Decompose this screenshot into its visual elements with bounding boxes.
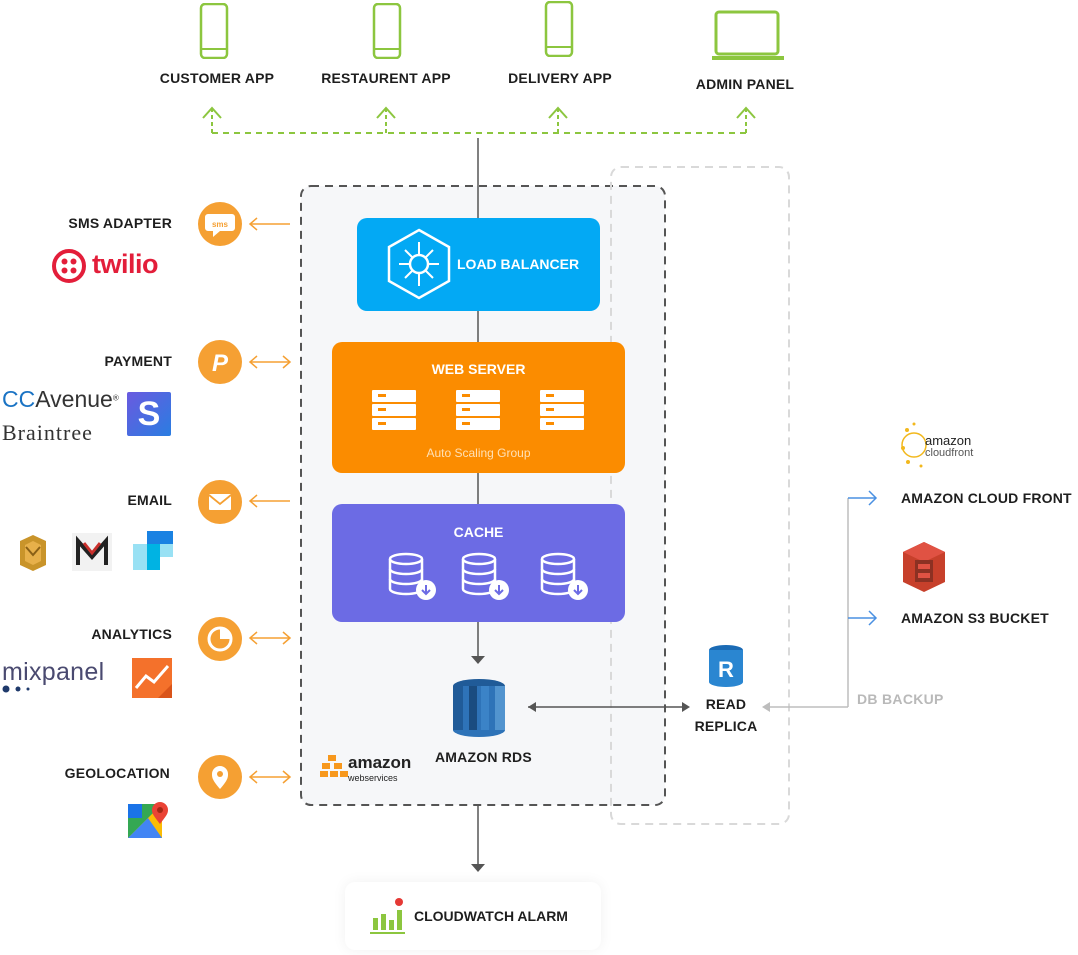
amazon-s3-logo bbox=[901, 540, 947, 599]
load-balancer-icon bbox=[387, 228, 451, 300]
google-maps-logo bbox=[128, 800, 170, 845]
customer-app-label: CUSTOMER APP bbox=[159, 70, 275, 86]
restaurant-app-icon bbox=[372, 2, 402, 64]
payment-label: PAYMENT bbox=[104, 353, 172, 369]
replica-r-text: R bbox=[718, 657, 734, 682]
geolocation-label: GEOLOCATION bbox=[64, 765, 170, 781]
amazon-ses-logo bbox=[16, 533, 50, 578]
delivery-app-icon bbox=[544, 0, 574, 62]
cache-box[interactable]: CACHE bbox=[332, 504, 625, 622]
email-label: EMAIL bbox=[127, 492, 172, 508]
admin-panel-label: ADMIN PANEL bbox=[695, 76, 795, 92]
server-rack-icons bbox=[372, 390, 584, 430]
amazon-s3-bucket-label: AMAZON S3 BUCKET bbox=[901, 610, 1049, 626]
aws-logo: amazon webservices bbox=[320, 753, 415, 787]
ccavenue-cc-text: CC bbox=[2, 386, 36, 412]
replica-region bbox=[610, 166, 790, 825]
twilio-logo: twilio bbox=[52, 249, 176, 283]
aws-amazon-text: amazon bbox=[348, 753, 412, 772]
svg-text:P: P bbox=[212, 350, 229, 377]
cache-database-icons bbox=[388, 552, 588, 600]
amazon-rds-icon[interactable] bbox=[451, 678, 507, 743]
cache-label: CACHE bbox=[453, 524, 504, 540]
amazon-rds-label: AMAZON RDS bbox=[435, 749, 532, 765]
web-server-label: WEB SERVER bbox=[431, 361, 526, 377]
sms-adapter-label: SMS ADAPTER bbox=[68, 215, 172, 231]
load-balancer-box[interactable]: LOAD BALANCER bbox=[357, 218, 600, 311]
braintree-logo: Braintree bbox=[2, 420, 93, 445]
email-envelope-icon bbox=[198, 480, 242, 524]
cloudfront-amazon-text: amazon bbox=[925, 433, 972, 448]
mandrill-logo bbox=[72, 533, 112, 576]
restaurant-app-label: RESTAURENT APP bbox=[321, 70, 451, 86]
read-replica-label-line1: READ bbox=[705, 696, 747, 712]
stripe-logo: S bbox=[127, 392, 171, 436]
customer-app-icon bbox=[199, 2, 229, 64]
read-replica-icon[interactable]: R bbox=[708, 645, 744, 692]
twilio-text: twilio bbox=[92, 249, 159, 279]
sms-icon-text: sms bbox=[212, 220, 229, 229]
sendgrid-logo bbox=[133, 531, 173, 576]
web-server-box[interactable]: WEB SERVER Auto Scaling Group bbox=[332, 342, 625, 473]
amazon-cloudfront-logo: amazon cloudfront bbox=[899, 418, 989, 472]
amazon-cloud-front-label: AMAZON CLOUD FRONT bbox=[901, 490, 1072, 506]
analytics-label: ANALYTICS bbox=[91, 626, 172, 642]
pie-chart-icon bbox=[198, 617, 242, 661]
aws-region bbox=[300, 185, 666, 806]
aws-webservices-text: webservices bbox=[348, 773, 398, 783]
cloudwatch-alarm-box[interactable]: CLOUDWATCH ALARM bbox=[345, 882, 601, 950]
location-pin-icon bbox=[198, 755, 242, 799]
auto-scaling-label: Auto Scaling Group bbox=[426, 446, 531, 460]
sms-icon: sms bbox=[198, 202, 242, 246]
read-replica-label-line2: REPLICA bbox=[694, 718, 758, 734]
mixpanel-logo: mixpanel bbox=[2, 658, 104, 693]
delivery-app-label: DELIVERY APP bbox=[508, 70, 612, 86]
paypal-icon: P bbox=[198, 340, 242, 384]
admin-panel-laptop-icon bbox=[712, 10, 784, 67]
ccavenue-avenue-text: Avenue bbox=[35, 386, 113, 412]
google-analytics-logo bbox=[132, 658, 172, 703]
cloudwatch-chart-icon bbox=[370, 898, 405, 934]
ccavenue-logo: CCAvenue® bbox=[2, 386, 119, 412]
cloudfront-text: cloudfront bbox=[925, 447, 974, 459]
db-backup-label: DB BACKUP bbox=[857, 691, 944, 707]
load-balancer-label: LOAD BALANCER bbox=[457, 256, 580, 272]
cloudwatch-alarm-label: CLOUDWATCH ALARM bbox=[414, 908, 568, 924]
